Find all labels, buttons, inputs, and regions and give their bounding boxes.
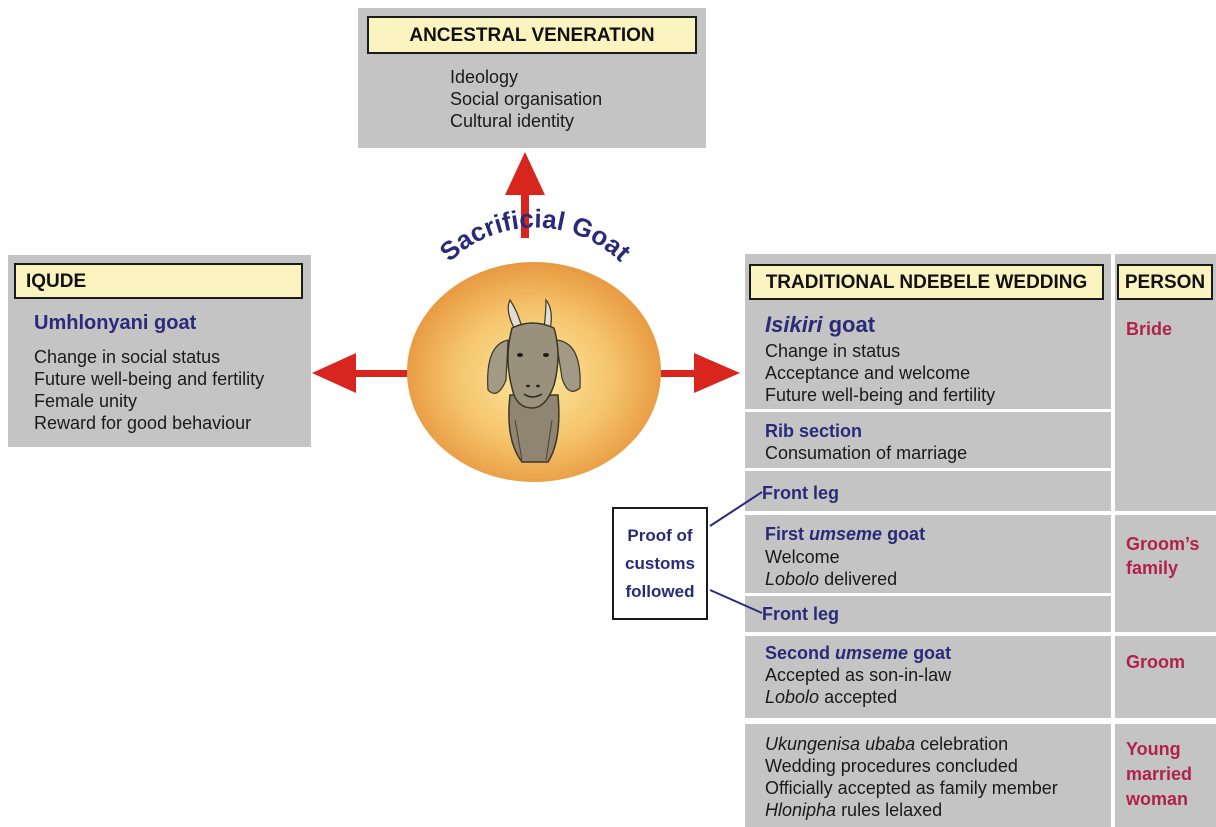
iqude-list: Change in social status Future well-bein… xyxy=(34,346,264,434)
list-item: Ukungenisa ubaba celebration xyxy=(765,733,1058,755)
list-item: Hlonipha rules lelaxed xyxy=(765,799,1058,821)
wedding-title: TRADITIONAL NDEBELE WEDDING xyxy=(766,271,1088,294)
lobolo-italic: Lobolo xyxy=(765,687,819,707)
grooms-family-line-2: family xyxy=(1126,556,1199,580)
list-item: Social organisation xyxy=(450,88,602,110)
person-title: PERSON xyxy=(1125,271,1205,294)
ymw-line-1: Young xyxy=(1126,737,1192,762)
hlonipha-italic: Hlonipha xyxy=(765,800,836,820)
proof-line-3: followed xyxy=(626,578,695,606)
list-item: Consumation of marriage xyxy=(765,442,967,464)
second-umseme-t1: Second xyxy=(765,643,835,663)
person-grooms-family: Groom’s family xyxy=(1126,532,1199,580)
umhlonyani-goat-label: Umhlonyani goat xyxy=(34,311,196,335)
rules-relaxed: rules lelaxed xyxy=(836,800,942,820)
first-umseme-label: First umseme goat xyxy=(765,523,925,545)
center-graphic: Sacrificial Goat xyxy=(300,150,760,500)
arrow-left-icon xyxy=(312,353,412,393)
grooms-family-line-1: Groom’s xyxy=(1126,532,1199,556)
proof-connectors xyxy=(700,470,780,630)
second-umseme-t2: umseme xyxy=(835,643,908,663)
celebration-word: celebration xyxy=(915,734,1008,754)
isikiri-goat-word: goat xyxy=(822,312,875,337)
list-item: Change in social status xyxy=(34,346,264,368)
list-item: Officially accepted as family member xyxy=(765,777,1058,799)
lobolo-accepted: accepted xyxy=(819,687,897,707)
list-item: Change in status xyxy=(765,340,995,362)
isikiri-list: Change in status Acceptance and welcome … xyxy=(765,340,995,406)
list-item: Ideology xyxy=(450,66,602,88)
second-umseme-list: Accepted as son-in-law Lobolo accepted xyxy=(765,664,951,708)
final-list: Ukungenisa ubaba celebration Wedding pro… xyxy=(765,733,1058,821)
person-young-married-woman: Young married woman xyxy=(1126,737,1192,812)
lobolo-delivered: delivered xyxy=(819,569,897,589)
person-header: PERSON xyxy=(1117,264,1213,300)
ancestral-veneration-list: Ideology Social organisation Cultural id… xyxy=(450,66,602,132)
iqude-title: IQUDE xyxy=(26,270,86,293)
list-item: Acceptance and welcome xyxy=(765,362,995,384)
list-item: Accepted as son-in-law xyxy=(765,664,951,686)
wedding-header: TRADITIONAL NDEBELE WEDDING xyxy=(749,264,1104,300)
list-item: Lobolo accepted xyxy=(765,686,951,708)
list-item: Cultural identity xyxy=(450,110,602,132)
list-item: Reward for good behaviour xyxy=(34,412,264,434)
list-item: Future well-being and fertility xyxy=(34,368,264,390)
ancestral-veneration-title: ANCESTRAL VENERATION xyxy=(409,24,654,47)
ymw-line-3: woman xyxy=(1126,787,1192,812)
first-umseme-t3: goat xyxy=(882,524,925,544)
proof-line-2: customs xyxy=(625,550,695,578)
ymw-line-2: married xyxy=(1126,762,1192,787)
list-item: Lobolo delivered xyxy=(765,568,897,590)
list-item: Welcome xyxy=(765,546,897,568)
connector-line-front-leg-2 xyxy=(710,590,762,613)
isikiri-goat-label: Isikiri goat xyxy=(765,312,875,338)
iqude-header: IQUDE xyxy=(14,263,303,299)
proof-box: Proof of customs followed xyxy=(612,507,708,620)
rib-list: Consumation of marriage xyxy=(765,442,967,464)
person-groom: Groom xyxy=(1126,651,1185,673)
first-umseme-list: Welcome Lobolo delivered xyxy=(765,546,897,590)
list-item: Female unity xyxy=(34,390,264,412)
list-item: Future well-being and fertility xyxy=(765,384,995,406)
proof-line-1: Proof of xyxy=(627,522,692,550)
second-umseme-t3: goat xyxy=(908,643,951,663)
person-panel-groom xyxy=(1115,636,1216,718)
list-item: Wedding procedures concluded xyxy=(765,755,1058,777)
first-umseme-t2: umseme xyxy=(809,524,882,544)
isikiri-italic: Isikiri xyxy=(765,312,822,337)
ukungenisa-italic: Ukungenisa ubaba xyxy=(765,734,915,754)
sacrificial-goat-title: Sacrificial Goat xyxy=(434,203,637,267)
rib-section-label: Rib section xyxy=(765,420,862,442)
second-umseme-label: Second umseme goat xyxy=(765,642,951,664)
connector-line-front-leg-1 xyxy=(710,492,762,526)
person-bride: Bride xyxy=(1126,318,1172,340)
ancestral-veneration-header: ANCESTRAL VENERATION xyxy=(367,16,697,54)
